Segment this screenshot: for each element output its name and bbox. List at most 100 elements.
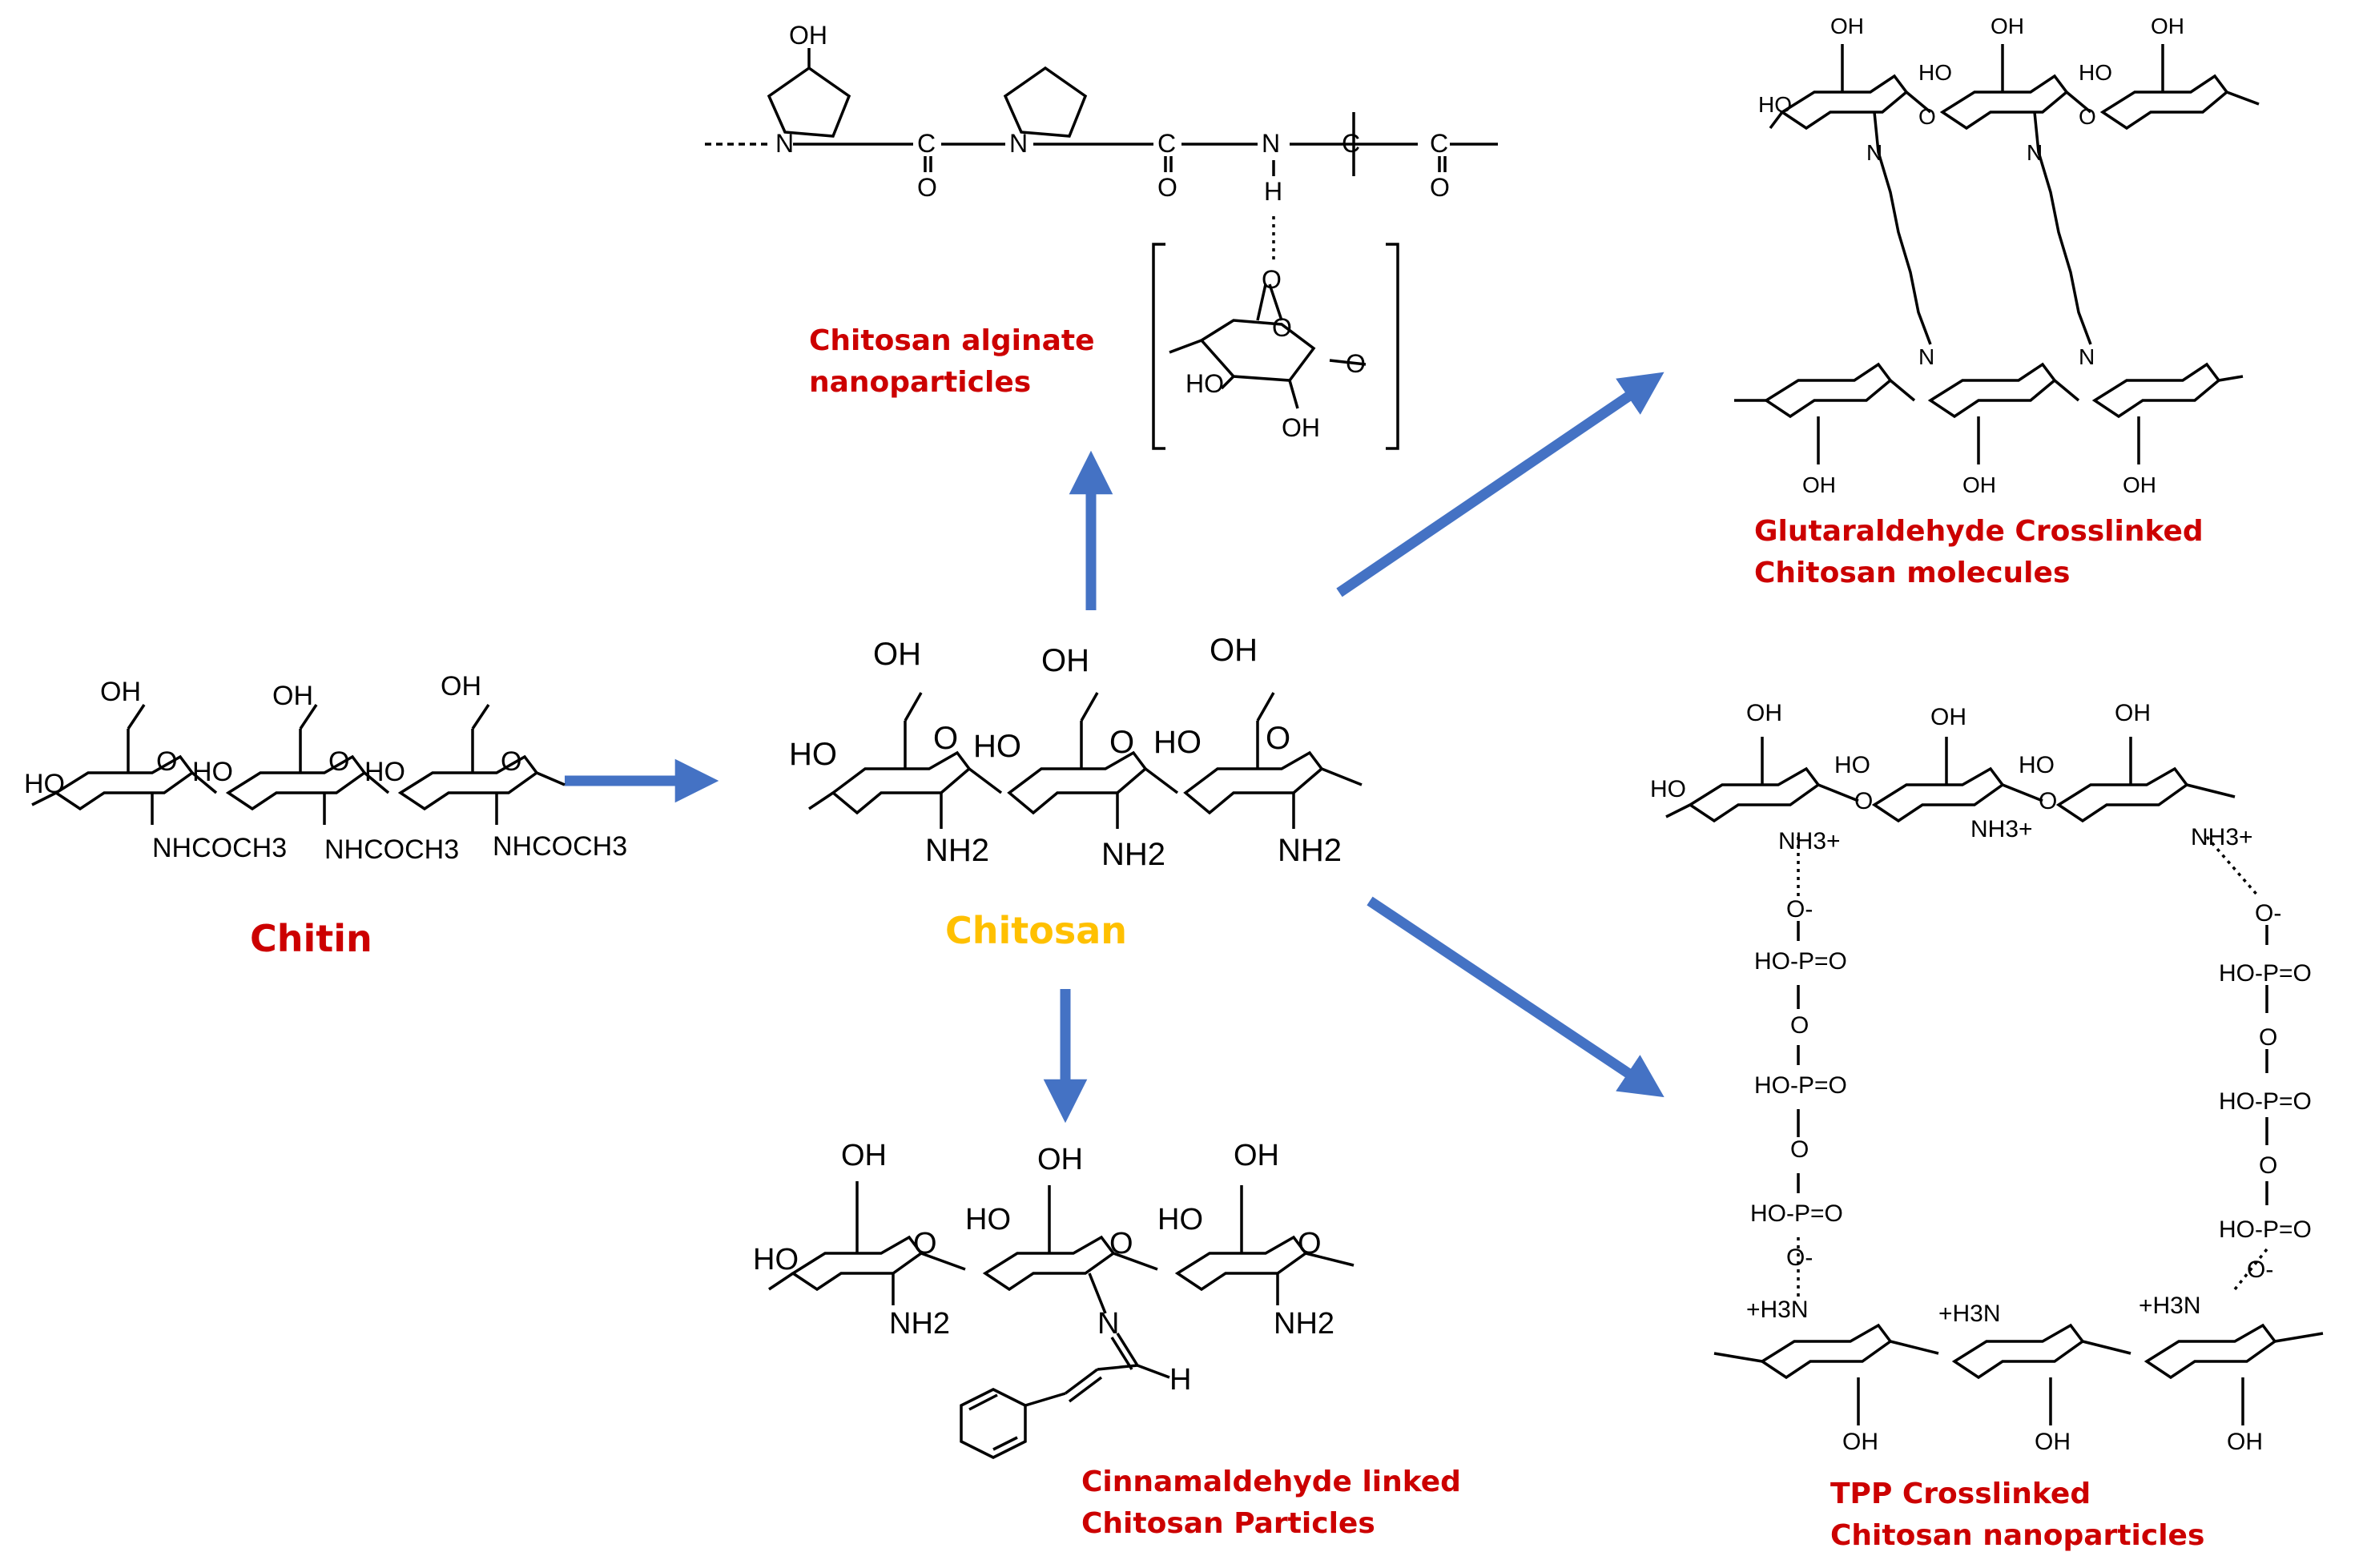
chitosan-oh-1: OH xyxy=(873,637,921,672)
glut-oh-1: OH xyxy=(1830,14,1864,38)
glutaraldehyde-caption-line-2: Chitosan molecules xyxy=(1754,557,2071,589)
cinn-ho-1: HO xyxy=(753,1243,799,1277)
tpp-ho-2: HO xyxy=(1834,752,1870,778)
tpp-ho-3: HO xyxy=(2019,752,2055,778)
tpp-hopo-3: HO-P=O xyxy=(1750,1200,1843,1227)
tpp-h3n-1: +H3N xyxy=(1746,1297,1809,1323)
glut-oh-4: OH xyxy=(1802,472,1836,497)
chitin-o-3: O xyxy=(501,746,521,777)
alginate-c-3: C xyxy=(1342,129,1360,158)
chitin-o-2: O xyxy=(328,746,349,777)
alginate-oh-top: OH xyxy=(789,21,827,50)
cinnamaldehyde-caption-line-2: Chitosan Particles xyxy=(1081,1507,1375,1540)
alginate-o-2: O xyxy=(1157,173,1177,202)
chitosan-ho-1: HO xyxy=(789,737,837,772)
chitin-nhcoch3-3: NHCOCH3 xyxy=(493,831,627,862)
cinn-o-ring-1: O xyxy=(913,1227,937,1260)
cinn-ho-3: HO xyxy=(1157,1203,1203,1236)
tpp-ominus-2: O- xyxy=(1786,1244,1813,1271)
chitosan-nh2-1: NH2 xyxy=(925,833,989,868)
alginate-oh-bottom: OH xyxy=(1282,413,1320,442)
tpp-oh-1: OH xyxy=(1746,700,1782,726)
glut-n-4: N xyxy=(2079,344,2095,369)
tpp-o-chain-2: O xyxy=(1790,1136,1809,1163)
tpp-hopo-2: HO-P=O xyxy=(1754,1072,1847,1099)
chitosan-o-ring-3: O xyxy=(1266,721,1290,756)
tpp-ho-1: HO xyxy=(1650,776,1686,802)
cinn-nh2-1: NH2 xyxy=(889,1307,950,1341)
phenyl-ring-icon xyxy=(960,1388,1027,1459)
chitin-label: Chitin xyxy=(250,917,372,960)
alginate-caption-line-1: Chitosan alginate xyxy=(809,324,1095,357)
glutaraldehyde-structure: OH OH OH HO HO HO N N N N OH OH OH O O xyxy=(1734,14,2260,497)
tpp-oh-4: OH xyxy=(1842,1429,1878,1455)
glut-oh-6: OH xyxy=(2123,472,2156,497)
alginate-o-4: O xyxy=(1262,265,1282,294)
tpp-ominus-4: O- xyxy=(2247,1256,2273,1283)
cinn-ho-2: HO xyxy=(965,1203,1011,1236)
alginate-c-1: C xyxy=(917,129,936,158)
chitin-nhcoch3-2: NHCOCH3 xyxy=(324,834,459,865)
chitin-nhcoch3-1: NHCOCH3 xyxy=(152,833,287,863)
tpp-hopo-1: HO-P=O xyxy=(1754,948,1847,975)
chitin-ho-2: HO xyxy=(192,757,233,787)
glut-o-2: O xyxy=(2079,104,2096,129)
alginate-structure: OH N C O N C O N H C C O O O HO OH O xyxy=(705,21,1498,450)
chitin-ho-1: HO xyxy=(24,769,65,799)
cinn-oh-2: OH xyxy=(1037,1143,1083,1176)
glut-ho-2: HO xyxy=(1918,60,1952,85)
tpp-nh3-3: NH3+ xyxy=(2191,824,2253,850)
glut-o-1: O xyxy=(1918,104,1936,129)
chitosan-oh-3: OH xyxy=(1210,633,1258,668)
alginate-n-1: N xyxy=(775,129,794,158)
glut-oh-5: OH xyxy=(1962,472,1996,497)
tpp-h3n-3: +H3N xyxy=(2139,1293,2201,1319)
cinnamaldehyde-caption-line-1: Cinnamaldehyde linked xyxy=(1081,1465,1461,1498)
chitin-ho-3: HO xyxy=(364,757,405,787)
glut-ho-1: HO xyxy=(1758,92,1792,117)
tpp-oh-3: OH xyxy=(2115,700,2151,726)
tpp-structure: OH OH OH HO HO HO O O NH3+ NH3+ NH3+ O- … xyxy=(1650,700,2324,1455)
alginate-c-4: C xyxy=(1430,129,1448,158)
glutaraldehyde-caption-line-1: Glutaraldehyde Crosslinked xyxy=(1754,515,2204,548)
glut-oh-2: OH xyxy=(1991,14,2024,38)
tpp-hopo-4: HO-P=O xyxy=(2219,960,2312,987)
tpp-nh3-1: NH3+ xyxy=(1778,828,1841,854)
alginate-o-6: O xyxy=(1346,349,1366,378)
tpp-o-chain-1: O xyxy=(1790,1012,1809,1039)
tpp-o-ring-2: O xyxy=(2039,788,2057,814)
cinnamaldehyde-structure: OH OH OH HO HO HO O O O NH2 N NH2 H xyxy=(753,1139,1355,1459)
alginate-c-2: C xyxy=(1157,129,1176,158)
alginate-o-1: O xyxy=(917,173,937,202)
cinn-n: N xyxy=(1097,1307,1119,1341)
tpp-o-ring-1: O xyxy=(1854,788,1873,814)
tpp-oh-5: OH xyxy=(2035,1429,2071,1455)
glutaraldehyde-caption: Glutaraldehyde Crosslinked Chitosan mole… xyxy=(1754,511,2204,594)
chitosan-label: Chitosan xyxy=(945,909,1128,952)
arrow-to-glutaraldehyde xyxy=(1336,372,1664,597)
tpp-caption-line-2: Chitosan nanoparticles xyxy=(1830,1519,2205,1552)
chitosan-ho-3: HO xyxy=(1153,725,1202,760)
cinn-o-ring-3: O xyxy=(1298,1227,1322,1260)
reaction-arrows xyxy=(565,372,1664,1124)
arrow-to-tpp xyxy=(1367,896,1664,1098)
tpp-caption: TPP Crosslinked Chitosan nanoparticles xyxy=(1830,1474,2204,1557)
cinn-h: H xyxy=(1169,1363,1191,1397)
tpp-o-chain-3: O xyxy=(2259,1024,2277,1051)
alginate-ho: HO xyxy=(1185,369,1224,398)
alginate-n-3: N xyxy=(1262,129,1280,158)
alginate-o-3: O xyxy=(1430,173,1450,202)
alginate-n-2: N xyxy=(1009,129,1028,158)
tpp-h3n-2: +H3N xyxy=(1938,1301,2001,1327)
tpp-ominus-3: O- xyxy=(2255,900,2281,927)
chitosan-o-ring-2: O xyxy=(1109,725,1134,760)
chitin-oh-2: OH xyxy=(272,681,313,711)
cinn-oh-1: OH xyxy=(841,1139,887,1172)
tpp-caption-line-1: TPP Crosslinked xyxy=(1830,1478,2091,1510)
chitin-oh-1: OH xyxy=(100,677,141,707)
tpp-hopo-6: HO-P=O xyxy=(2219,1216,2312,1243)
glut-ho-3: HO xyxy=(2079,60,2112,85)
cinn-o-ring-2: O xyxy=(1109,1227,1133,1260)
glut-n-3: N xyxy=(1918,344,1934,369)
glut-oh-3: OH xyxy=(2151,14,2184,38)
